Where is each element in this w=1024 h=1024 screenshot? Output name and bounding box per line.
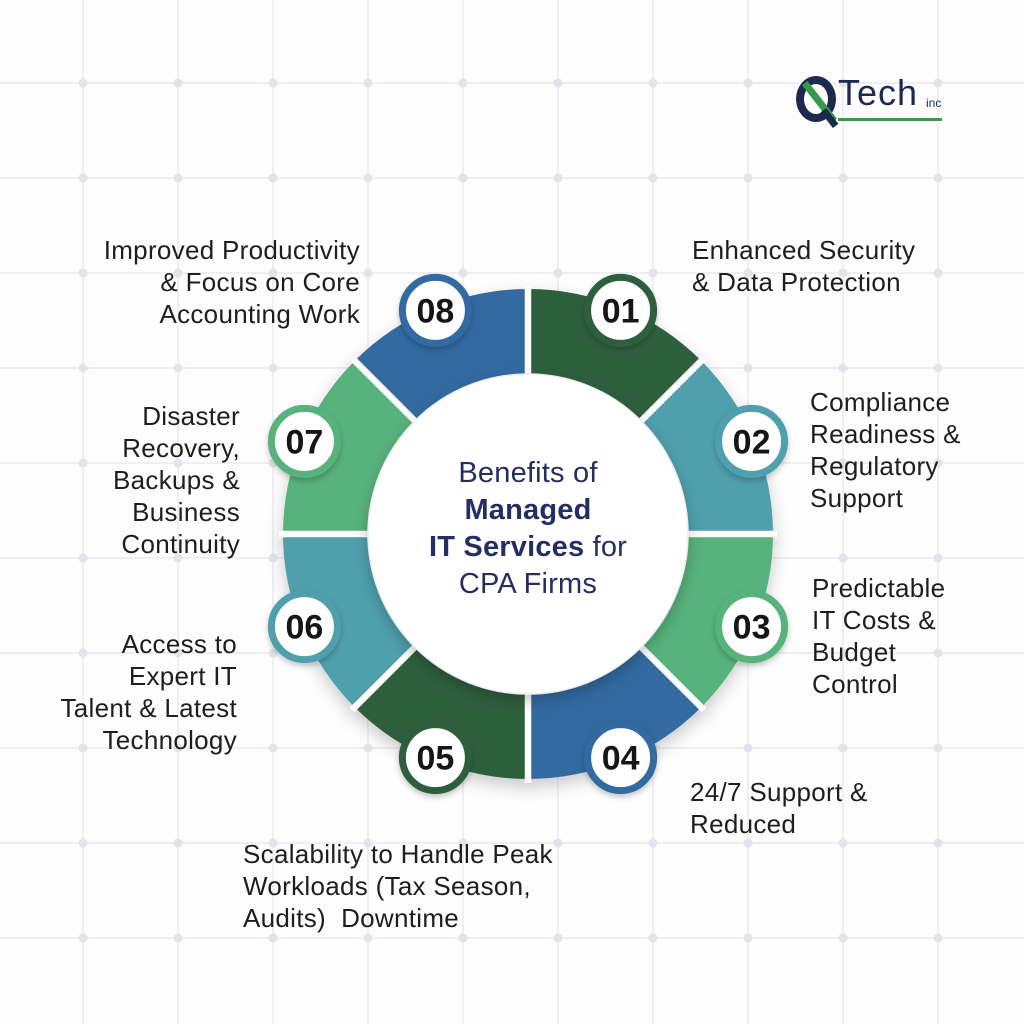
badge-07 (267, 404, 341, 478)
segment-06 (283, 534, 424, 708)
title-line-4: CPA Firms (458, 568, 598, 600)
segment-gap (349, 634, 428, 713)
q-ring-shape (796, 76, 836, 122)
title-line-3-bold: IT Services (428, 531, 585, 563)
title-line-2: Managed (464, 494, 592, 526)
badge-01 (584, 273, 658, 347)
wheel-center-circle (367, 373, 689, 695)
badge-number-03: 03 (733, 609, 771, 647)
segment-08 (354, 289, 528, 430)
item-06-label: Access to Expert IT Talent & Latest Tech… (60, 629, 237, 755)
segment-05 (354, 638, 528, 779)
badge-08 (398, 273, 472, 347)
badge-02 (715, 404, 789, 478)
logo-wordmark: Tech (838, 72, 919, 113)
item-02-label: Compliance Readiness & Regulatory Suppor… (810, 387, 961, 513)
badge-number-05: 05 (416, 740, 454, 778)
badge-05 (398, 721, 472, 795)
badge-number-06: 06 (286, 609, 324, 647)
badge-number-08: 08 (416, 292, 454, 330)
wheel-ring (279, 285, 777, 783)
item-08-label: Improved Productivity & Focus on Core Ac… (103, 235, 360, 329)
logo-suffix: inc (926, 96, 942, 110)
badge-06 (267, 590, 341, 664)
segment-gap (628, 634, 707, 713)
segment-02 (632, 360, 773, 534)
wheel-title: Benefits of Managed IT Services for CPA … (328, 455, 728, 603)
badge-number-01: 01 (602, 292, 640, 330)
segment-gap (349, 355, 428, 434)
qtech-q-icon (796, 76, 839, 129)
badge-03 (715, 590, 789, 664)
qtech-logo: Tech inc (786, 70, 966, 136)
title-line-3-rest: for (584, 531, 628, 563)
item-05-label: Scalability to Handle Peak Workloads (Ta… (243, 839, 553, 933)
title-line-3: IT Services for (328, 529, 728, 566)
wheel-number-badges: 01 02 03 04 05 06 07 08 (267, 273, 789, 795)
logo-underline (838, 118, 942, 121)
segment-07 (283, 360, 424, 534)
badge-number-07: 07 (286, 423, 324, 461)
title-line-1: Benefits of (458, 457, 598, 489)
item-01-label: Enhanced Security & Data Protection (692, 235, 916, 297)
segment-01 (528, 289, 702, 430)
item-07-label: Disaster Recovery, Backups & Business Co… (113, 401, 240, 559)
item-04-label: 24/7 Support & Reduced (690, 777, 868, 839)
segment-gap (628, 355, 707, 434)
badge-04 (584, 721, 658, 795)
segment-03 (632, 534, 773, 708)
item-03-label: Predictable IT Costs & Budget Control (812, 573, 946, 699)
segment-04 (528, 638, 702, 779)
badge-number-02: 02 (733, 423, 771, 461)
badge-number-04: 04 (602, 740, 640, 778)
